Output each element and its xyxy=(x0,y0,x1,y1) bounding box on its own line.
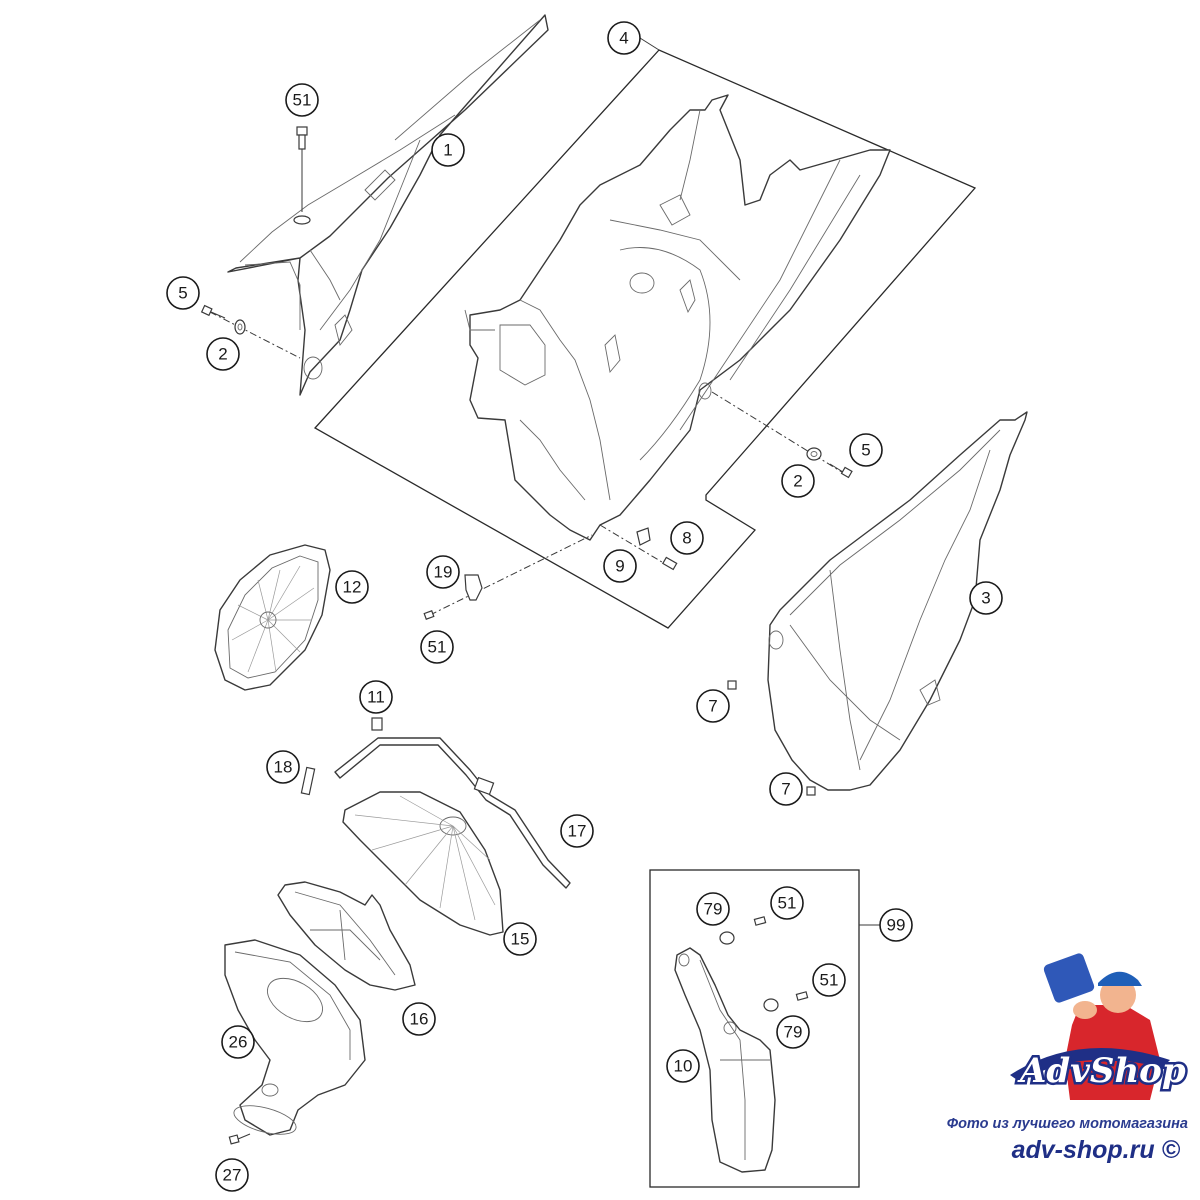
screw-51-kit-upper xyxy=(753,916,767,926)
svg-text:99: 99 xyxy=(887,916,906,935)
svg-text:79: 79 xyxy=(704,900,723,919)
left-side-cover-part xyxy=(227,14,549,396)
watermark-caption: Фото из лучшего мотомагазина xyxy=(946,1116,1188,1132)
callout-16: 16 xyxy=(402,1002,436,1036)
callout-9: 9 xyxy=(603,549,637,583)
callout-3: 3 xyxy=(969,581,1003,615)
air-filter-part xyxy=(342,791,504,936)
svg-text:12: 12 xyxy=(343,578,362,597)
svg-text:3: 3 xyxy=(981,589,990,608)
svg-text:4: 4 xyxy=(619,29,628,48)
callout-7-upper: 7 xyxy=(696,689,730,723)
callout-99: 99 xyxy=(879,908,913,942)
bolt-51-top xyxy=(293,126,311,225)
callout-79-lower: 79 xyxy=(776,1015,810,1049)
callout-11: 11 xyxy=(359,680,393,714)
svg-text:10: 10 xyxy=(674,1057,693,1076)
svg-text:51: 51 xyxy=(428,638,447,657)
clamp-27 xyxy=(228,1133,251,1145)
shop-watermark: AdvShop Фото из лучшего мотомагазина adv… xyxy=(880,950,1190,1180)
svg-text:26: 26 xyxy=(229,1033,248,1052)
svg-text:5: 5 xyxy=(178,284,187,303)
svg-text:16: 16 xyxy=(410,1010,429,1029)
svg-text:7: 7 xyxy=(708,697,717,716)
callout-10: 10 xyxy=(666,1049,700,1083)
callout-19: 19 xyxy=(426,555,460,589)
svg-text:15: 15 xyxy=(511,930,530,949)
shop-logo: AdvShop xyxy=(1010,953,1188,1100)
callout-4: 4 xyxy=(607,21,641,55)
svg-text:AdvShop: AdvShop xyxy=(1017,1051,1186,1091)
callout-2-left: 2 xyxy=(206,337,240,371)
svg-text:2: 2 xyxy=(218,345,227,364)
screw-7-upper xyxy=(727,680,737,690)
air-deflector-part xyxy=(674,947,776,1173)
svg-text:51: 51 xyxy=(778,894,797,913)
grommet-79-lower xyxy=(763,998,779,1012)
callout-18: 18 xyxy=(266,750,300,784)
callout-1: 1 xyxy=(431,133,465,167)
svg-text:5: 5 xyxy=(861,441,870,460)
filter-base-part xyxy=(277,881,416,991)
callout-5-right: 5 xyxy=(849,433,883,467)
callout-26: 26 xyxy=(221,1025,255,1059)
callout-2-right: 2 xyxy=(781,464,815,498)
svg-text:51: 51 xyxy=(820,971,839,990)
callout-17: 17 xyxy=(560,814,594,848)
callout-15: 15 xyxy=(503,922,537,956)
air-filter-cage-part xyxy=(214,544,331,691)
clip-11 xyxy=(371,717,383,731)
svg-text:1: 1 xyxy=(443,141,452,160)
screw-washer-right xyxy=(711,391,853,479)
svg-text:27: 27 xyxy=(223,1166,242,1185)
airbox-body-part xyxy=(464,94,891,541)
callout-8: 8 xyxy=(670,521,704,555)
callout-7-lower: 7 xyxy=(769,772,803,806)
callout-51-top: 51 xyxy=(285,83,319,117)
svg-text:79: 79 xyxy=(784,1023,803,1042)
screw-51-kit-lower xyxy=(795,991,809,1001)
clip-8-9 xyxy=(599,524,678,571)
svg-text:9: 9 xyxy=(615,557,624,576)
svg-text:7: 7 xyxy=(781,780,790,799)
adv-shop-logo: AdvShop xyxy=(1010,1048,1188,1094)
bracket-19 xyxy=(423,534,593,620)
kit-frame-99 xyxy=(649,869,860,1188)
callout-27: 27 xyxy=(215,1158,249,1192)
svg-text:51: 51 xyxy=(293,91,312,110)
callout-51-kit-upper: 51 xyxy=(770,886,804,920)
screw-7-lower xyxy=(806,786,816,796)
svg-text:2: 2 xyxy=(793,472,802,491)
screw-washer-left xyxy=(200,304,301,359)
callout-51-mid: 51 xyxy=(420,630,454,664)
callout-51-kit-lower: 51 xyxy=(812,963,846,997)
assembly-frame-4 xyxy=(313,49,977,629)
pin-18 xyxy=(300,766,316,796)
filter-support-frame-part xyxy=(334,737,571,889)
right-side-cover-part xyxy=(767,411,1028,791)
intake-boot-part xyxy=(224,939,366,1136)
svg-text:8: 8 xyxy=(682,529,691,548)
callout-5-left: 5 xyxy=(166,276,200,310)
watermark-site-url[interactable]: adv-shop.ru © xyxy=(1011,1136,1180,1164)
svg-text:11: 11 xyxy=(367,688,385,707)
svg-text:18: 18 xyxy=(274,758,293,777)
grommet-79-upper xyxy=(719,931,735,945)
svg-text:19: 19 xyxy=(434,563,453,582)
svg-text:17: 17 xyxy=(568,822,587,841)
callout-12: 12 xyxy=(335,570,369,604)
callout-79-upper: 79 xyxy=(696,892,730,926)
